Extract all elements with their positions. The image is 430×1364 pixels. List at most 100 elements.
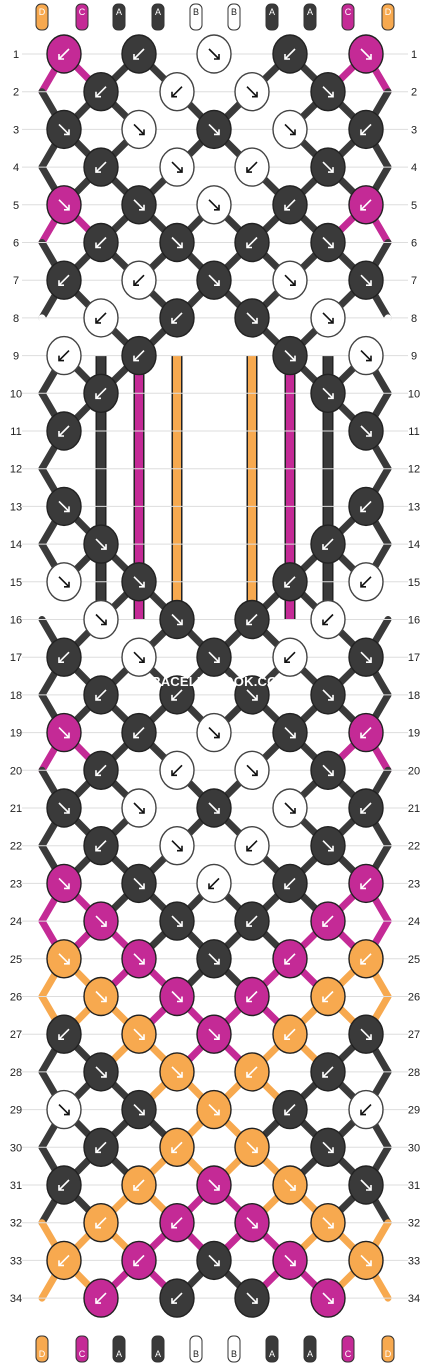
arrow-head <box>214 1185 220 1191</box>
arrow-head <box>139 581 145 588</box>
knot <box>348 34 384 74</box>
knot-direction-arrow <box>322 1066 334 1078</box>
knot-direction-arrow <box>58 727 70 739</box>
knot <box>83 1052 119 1092</box>
knot <box>234 1278 270 1318</box>
arrow-head <box>322 544 328 550</box>
bottom-string <box>189 1335 203 1363</box>
arrow-head <box>328 1222 334 1229</box>
arrow-head <box>366 54 372 60</box>
arrow-head <box>139 657 145 664</box>
arrow-head <box>322 1071 328 1078</box>
knot-direction-arrow <box>360 802 372 814</box>
arrow-head <box>171 317 177 324</box>
knot <box>348 863 384 904</box>
knot-direction-arrow <box>58 425 70 437</box>
watermark: BRACELETBOOK.COM <box>142 674 289 689</box>
knot <box>121 788 157 828</box>
arrow-head <box>177 242 183 249</box>
row-number-right: 8 <box>411 313 417 325</box>
arrow-head <box>171 91 177 98</box>
knot <box>83 599 119 640</box>
row-number-left: 11 <box>10 426 21 438</box>
row-number-right: 6 <box>411 238 417 250</box>
arrow-head <box>214 732 220 739</box>
knot-direction-arrow <box>322 236 334 249</box>
knot-direction-arrow <box>171 764 183 776</box>
knot-direction-arrow <box>95 764 107 776</box>
knot-direction-arrow <box>133 802 145 814</box>
knot-direction-arrow <box>322 1292 334 1304</box>
knot-direction-arrow <box>95 689 107 701</box>
knot-direction-arrow <box>95 1217 107 1229</box>
arrow-head <box>252 1298 258 1304</box>
knot-direction-arrow <box>284 1104 296 1116</box>
arrow-head <box>58 1260 64 1267</box>
knot-direction-arrow <box>133 1179 145 1191</box>
top-string <box>112 3 126 31</box>
arrow-head <box>290 1260 296 1267</box>
knot <box>310 1127 346 1168</box>
knot-direction-arrow <box>246 990 258 1003</box>
row-number-left: 13 <box>10 501 22 513</box>
row-number-left: 19 <box>10 728 22 740</box>
knot <box>159 222 195 263</box>
top-string <box>189 3 203 31</box>
arrow-head <box>214 280 220 287</box>
arrow-head <box>58 431 64 437</box>
arrow-head <box>284 581 290 588</box>
knot-direction-arrow <box>133 350 145 362</box>
knot <box>348 712 384 753</box>
knot-direction-arrow <box>133 48 145 60</box>
knot-direction-arrow <box>246 840 258 852</box>
knot-direction-arrow <box>208 1028 220 1040</box>
row-number-left: 30 <box>10 1142 22 1154</box>
arrow-head <box>360 732 366 739</box>
knot-direction-arrow <box>58 1104 70 1116</box>
knot <box>83 71 119 112</box>
knot <box>272 185 308 225</box>
arrow-head <box>328 1147 334 1154</box>
knot-direction-arrow <box>284 802 296 814</box>
row-number-left: 3 <box>13 124 19 136</box>
arrow-head <box>214 129 220 136</box>
knot <box>234 71 270 112</box>
top-string <box>341 3 355 31</box>
arrow-head <box>208 883 214 890</box>
row-number-right: 5 <box>411 200 417 212</box>
bottom-string <box>151 1335 165 1363</box>
knot-direction-arrow <box>58 877 70 889</box>
knot <box>196 185 232 225</box>
knot-direction-arrow <box>360 877 372 889</box>
arrow-head <box>64 808 70 814</box>
bottom-string-label: B <box>193 1349 199 1359</box>
knot <box>272 109 308 150</box>
knot <box>159 599 195 640</box>
knot <box>234 826 270 866</box>
knot-direction-arrow <box>171 689 183 701</box>
knot <box>83 1202 119 1243</box>
row-number-left: 26 <box>10 992 22 1004</box>
arrow-head <box>64 204 70 211</box>
top-string-label: A <box>116 7 122 17</box>
knot <box>310 750 346 790</box>
knot-direction-arrow <box>246 915 258 927</box>
knot-direction-arrow <box>58 500 70 512</box>
knot-direction-arrow <box>360 953 372 965</box>
row-number-left: 16 <box>10 615 22 627</box>
row-number-left: 12 <box>10 464 22 476</box>
row-number-right: 10 <box>408 388 420 400</box>
knot <box>196 712 232 753</box>
row-number-right: 18 <box>408 690 420 702</box>
row-number-left: 27 <box>10 1029 22 1041</box>
arrow-head <box>366 1185 372 1191</box>
knot <box>159 1127 195 1168</box>
knot <box>46 712 82 753</box>
arrow-head <box>366 1034 372 1040</box>
bottom-string-label: A <box>307 1349 313 1359</box>
knot-direction-arrow <box>360 1254 372 1266</box>
knot-direction-arrow <box>208 802 220 814</box>
knot <box>159 298 195 338</box>
arrow-head <box>139 1109 145 1116</box>
knot-direction-arrow <box>322 840 334 852</box>
